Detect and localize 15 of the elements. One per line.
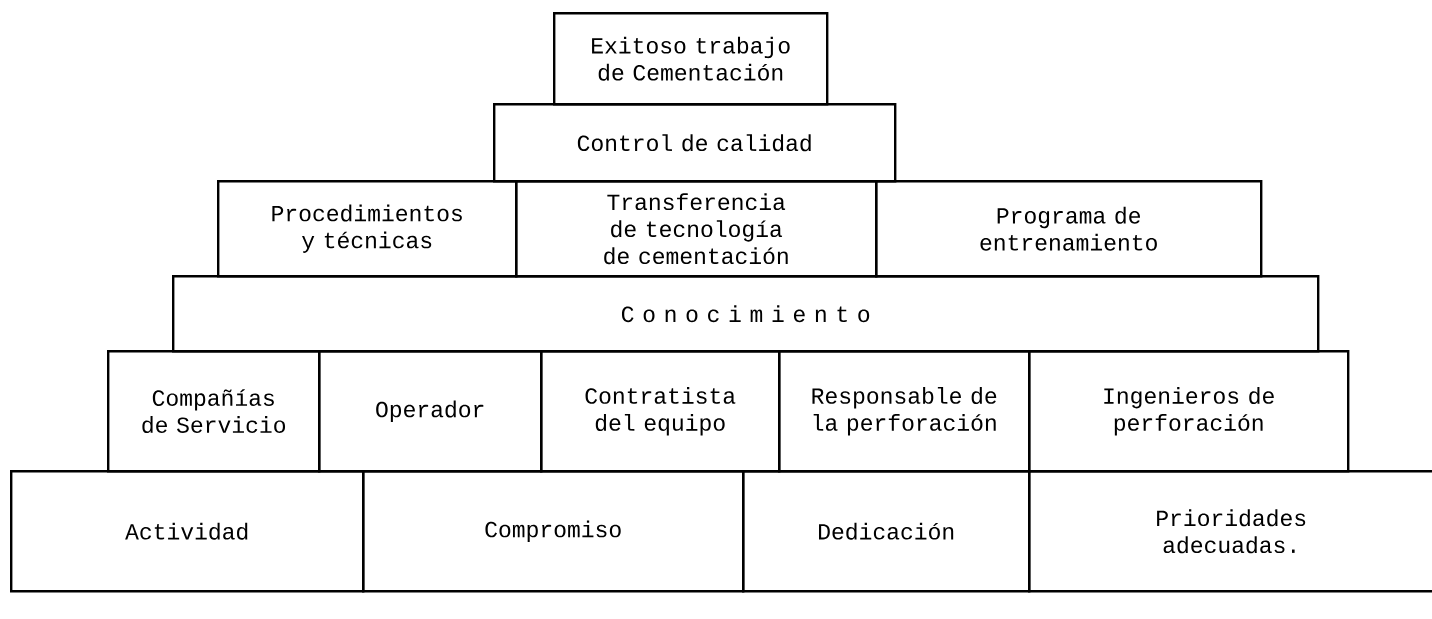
pyramid-box: Operador bbox=[318, 350, 543, 473]
pyramid-box: Exitoso trabajo de Cementación bbox=[553, 12, 829, 106]
pyramid-box: Compañías de Servicio bbox=[107, 350, 321, 473]
pyramid-box: Ingenieros de perforación bbox=[1028, 350, 1350, 473]
pyramid-box: Contratista del equipo bbox=[540, 350, 781, 473]
pyramid-box: Control de calidad bbox=[493, 103, 897, 183]
pyramid-box: Dedicación bbox=[742, 470, 1031, 593]
pyramid-box: Responsable de la perforación bbox=[778, 350, 1031, 473]
pyramid-box: Actividad bbox=[10, 470, 365, 593]
pyramid-box: Procedimientos y técnicas bbox=[217, 180, 518, 278]
pyramid-box: C o n o c i m i e n t o bbox=[172, 275, 1320, 353]
pyramid-box: Programa de entrenamiento bbox=[875, 180, 1263, 278]
pyramid-box: Transferencia de tecnología de cementación bbox=[515, 180, 878, 278]
pyramid-box: Compromiso bbox=[362, 470, 745, 593]
pyramid-box: Prioridades adecuadas. bbox=[1028, 470, 1432, 593]
